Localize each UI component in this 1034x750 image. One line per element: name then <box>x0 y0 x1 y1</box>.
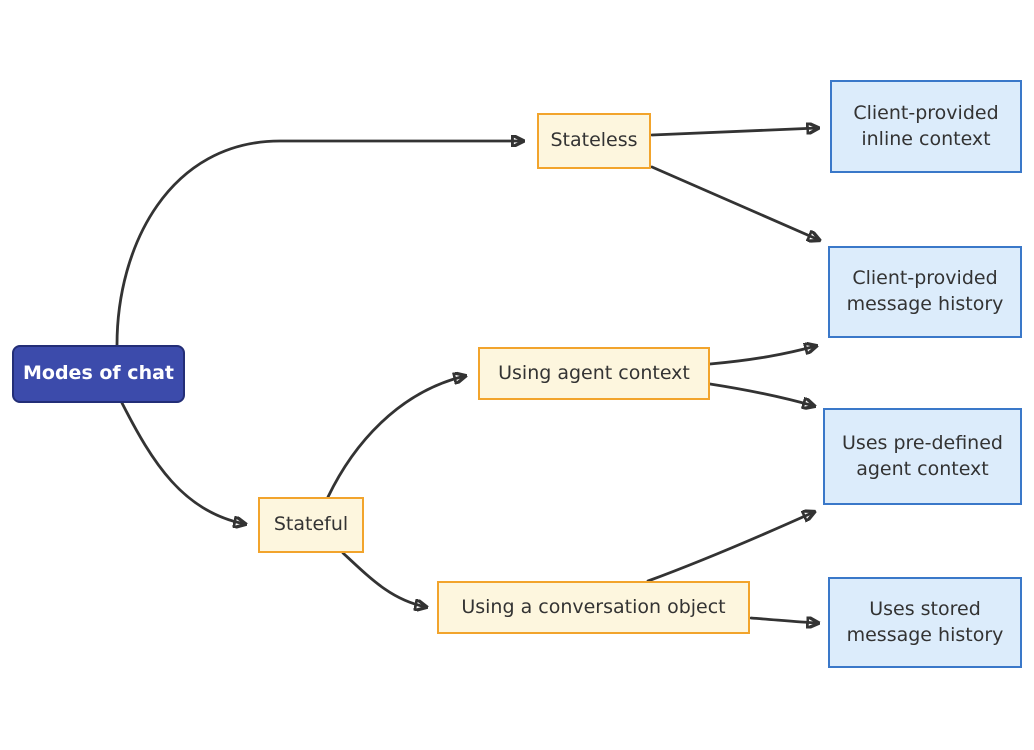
edge-conversation-predefined-context <box>646 512 814 583</box>
node-uses-stored-message-history: Uses stored message history <box>828 577 1022 668</box>
node-client-provided-message-history: Client-provided message history <box>828 246 1022 338</box>
edge-stateless-inline-context <box>650 128 818 137</box>
node-using-conversation-object: Using a conversation object <box>437 581 750 634</box>
edge-stateful-conversation <box>341 551 426 607</box>
node-using-agent-context: Using agent context <box>478 347 710 400</box>
edge-conversation-stored-history <box>749 618 818 623</box>
edge-agent-context-message-history <box>708 346 816 366</box>
node-stateful: Stateful <box>258 497 364 553</box>
edge-stateful-agent-context <box>326 376 465 499</box>
node-uses-predefined-agent-context: Uses pre-defined agent context <box>823 408 1022 505</box>
node-modes-of-chat: Modes of chat <box>12 345 185 403</box>
node-stateless: Stateless <box>537 113 651 169</box>
node-client-provided-inline-context: Client-provided inline context <box>830 80 1022 173</box>
edge-root-stateless <box>115 141 523 347</box>
edge-stateless-message-history <box>650 165 819 240</box>
edge-root-stateful <box>120 401 245 524</box>
edge-agent-context-predefined-context <box>708 382 814 406</box>
